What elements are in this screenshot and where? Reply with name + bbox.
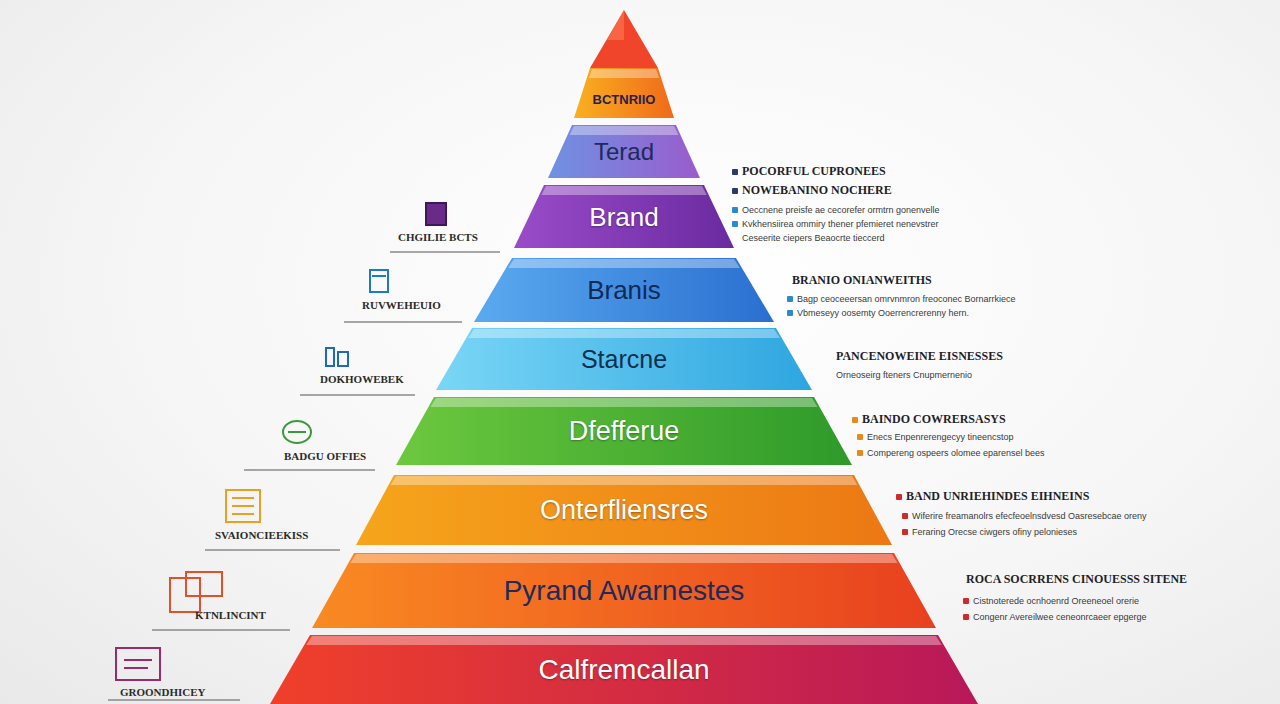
callout-text: Cistnoterede ocnhoenrd Oreeneoel orerie xyxy=(973,596,1139,606)
band-label: Calfremcallan xyxy=(538,656,709,684)
callout-text: Ceseerite ciepers Beaocrte tieccerd xyxy=(742,233,885,243)
bullet xyxy=(787,310,793,316)
band-label: Brand xyxy=(589,204,658,230)
callout-text: Feraring Orecse ciwgers ofiny pelonieses xyxy=(912,527,1077,537)
pyramid-band: Brand xyxy=(514,185,734,248)
callout-text: Compereng ospeers olomee eparensel bees xyxy=(867,448,1045,458)
pyramid-band: Terad xyxy=(548,125,700,178)
side-label: KTNLINCINT xyxy=(195,609,266,622)
pyramid-band: Pyrand Awarnestes xyxy=(312,553,936,628)
band-label: Starcne xyxy=(581,347,667,372)
callout-heading: PANCENOWEINE EISNESSES xyxy=(836,350,1003,364)
bullet xyxy=(902,529,908,535)
callout-heading: NOWEBANINO NOCHERE xyxy=(742,184,892,198)
callout-heading: BAINDO COWRERSASYS xyxy=(862,413,1006,427)
callout-text: Enecs Enpenrerengecyy tineencstop xyxy=(867,432,1014,442)
pyramid-tip xyxy=(590,10,658,68)
side-label: DOKHOWEBEK xyxy=(320,373,404,386)
callout-text: Bagp ceoceeersan omrvnmron freoconec Bor… xyxy=(797,294,1016,304)
callout-heading: BRANIO ONIANWEITHS xyxy=(792,274,932,288)
callout-heading: POCORFUL CUPRONEES xyxy=(742,165,886,179)
callout-text: Wiferire freamanolrs efecfeoelnsdvesd Oa… xyxy=(912,511,1147,521)
pyramid-band: Calfremcallan xyxy=(270,635,978,704)
bullet xyxy=(787,296,793,302)
bullet xyxy=(732,188,738,194)
callout-text: Kvkhensiirea ommiry thener pfemieret nen… xyxy=(742,219,939,229)
bullet xyxy=(732,169,738,175)
side-label: GROONDHICEY xyxy=(120,686,206,699)
callout-heading: ROCA SOCRRENS CINOUESSS SITENE xyxy=(966,573,1187,587)
callout-text: Oeccnene preisfe ae cecorefer ormtrn gon… xyxy=(742,205,940,215)
bullet xyxy=(896,494,902,500)
pyramid-band: Onterfliensres xyxy=(356,475,892,545)
band-label: BCTNRIIO xyxy=(593,93,656,106)
side-label: SVAIONCIEEKISS xyxy=(215,529,308,542)
band-label: Branis xyxy=(587,277,661,303)
tip-shine xyxy=(607,10,624,40)
band-label: Onterfliensres xyxy=(540,497,708,524)
pyramid-band: Dfefferue xyxy=(396,397,852,465)
pyramid-band: Starcne xyxy=(436,328,812,390)
pyramid-band: BCTNRIIO xyxy=(574,68,674,118)
callout-text: Vbmeseyy oosemty Ooerrencrerenny hern. xyxy=(797,308,969,318)
bullet xyxy=(857,434,863,440)
bullet xyxy=(963,598,969,604)
callout-text: Congenr Avereilwee ceneonrcaeer epgerge xyxy=(973,612,1146,622)
callout-text: Orneoseirg fteners Cnupmernenio xyxy=(836,370,972,380)
band-label: Pyrand Awarnestes xyxy=(504,577,745,605)
side-label: BADGU OFFIES xyxy=(284,450,366,463)
bullet xyxy=(902,513,908,519)
bullet xyxy=(732,221,738,227)
bullet xyxy=(852,417,858,423)
pyramid-band: Branis xyxy=(474,258,774,322)
callout-heading: BAND UNRIEHINDES EIHNEINS xyxy=(906,490,1089,504)
band-label: Dfefferue xyxy=(569,418,680,445)
side-label: CHGILIE BCTS xyxy=(398,231,478,244)
bullet xyxy=(857,450,863,456)
bullet xyxy=(732,207,738,213)
side-label: RUVWEHEUIO xyxy=(362,299,441,312)
bullet xyxy=(963,614,969,620)
band-label: Terad xyxy=(594,140,654,164)
